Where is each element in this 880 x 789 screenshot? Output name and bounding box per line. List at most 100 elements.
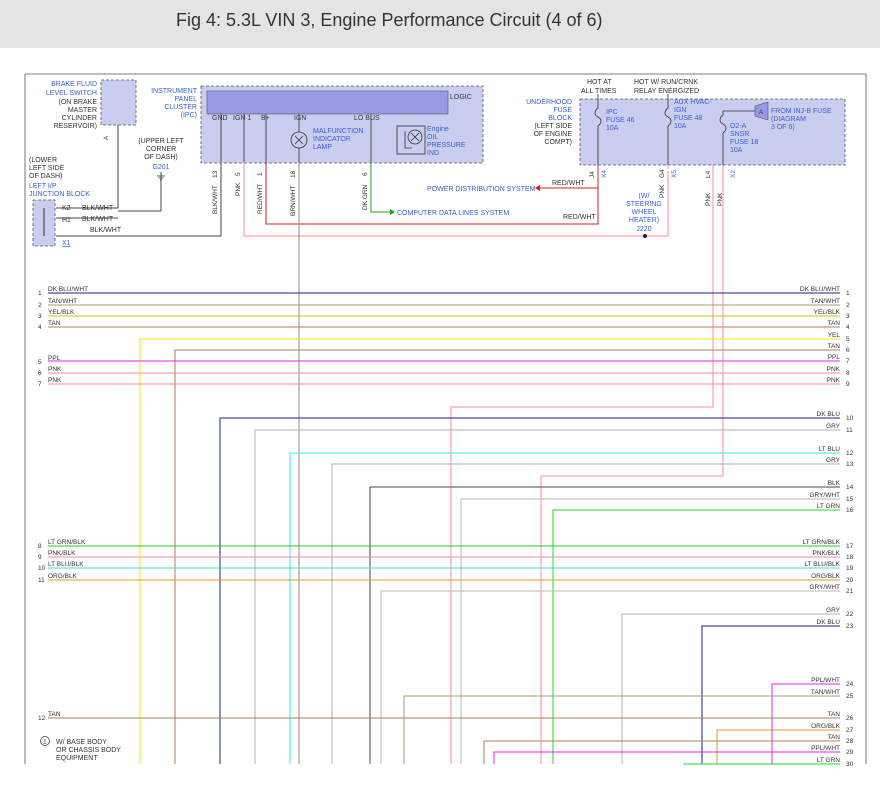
harness-wire <box>493 751 840 764</box>
harness-rows: 1DK BLU/WHT2TAN/WHT3YEL/BLK4TAN5PPL6PNK7… <box>38 286 854 768</box>
junction-loc-3: OF DASH) <box>29 173 62 180</box>
harness-wire <box>716 729 840 764</box>
right-row-label: GRY <box>826 457 841 464</box>
right-row-number: 4 <box>846 324 850 331</box>
ipc-pin-lobus: LO BUS <box>354 115 380 122</box>
ipc-internal-stubs <box>220 114 372 162</box>
right-row-label: PPL <box>828 354 841 361</box>
left-row-number: 7 <box>38 381 42 388</box>
left-row-label: YEL/BLK <box>48 309 75 316</box>
right-row-label: DK BLU/WHT <box>800 286 840 293</box>
figure-header: Fig 4: 5.3L VIN 3, Engine Performance Ci… <box>0 0 880 48</box>
mil-label-3: LAMP <box>313 144 332 151</box>
figure-title: Fig 4: 5.3L VIN 3, Engine Performance Ci… <box>176 10 603 30</box>
brake-fluid-switch-box <box>100 79 137 126</box>
fuse-wire-color-g4: PNK <box>659 184 666 198</box>
right-row-number: 28 <box>846 738 854 745</box>
right-row-label: LT BLU <box>819 446 841 453</box>
right-row-number: 8 <box>846 370 850 377</box>
footnote-number: 1 <box>43 740 47 746</box>
eop-label-4: IND <box>427 150 439 157</box>
aux-fuse-name-2: IGN <box>674 107 686 114</box>
right-row-label: YEL <box>828 332 841 339</box>
right-row-label: GRY/WHT <box>809 492 840 499</box>
right-row-number: 2 <box>846 302 850 309</box>
fuse-block-name-3: BLOCK <box>548 115 572 122</box>
right-row-label: DK BLU <box>817 411 841 418</box>
right-row-label: DK BLU <box>817 619 841 626</box>
wiring-diagram: BRAKE FLUID LEVEL SWITCH (ON BRAKE MASTE… <box>24 73 867 768</box>
right-row-number: 13 <box>846 461 854 468</box>
right-row-number: 22 <box>846 611 854 618</box>
ipc-pin-gnd: GND <box>212 115 228 122</box>
right-row-label: ORG/BLK <box>811 723 841 730</box>
computer-data-lines-link[interactable]: COMPUTER DATA LINES SYSTEM <box>397 210 509 217</box>
right-row-label: LT BLU/BLK <box>804 561 840 568</box>
power-distribution-link[interactable]: POWER DISTRIBUTION SYSTEM <box>427 186 536 193</box>
wire-label-x1-color: BLK/WHT <box>90 227 122 234</box>
ipc-wire-color-13: BLK/WHT <box>212 185 219 214</box>
right-row-label: GRY <box>826 423 841 430</box>
wire-ipc-red-wht <box>265 162 599 225</box>
wire-ipc-pnk <box>243 162 669 237</box>
ipc-wire-pin-1: 1 <box>257 172 264 176</box>
ipc-name-1: INSTRUMENT <box>151 88 198 95</box>
right-row-number: 1 <box>846 290 850 297</box>
left-row-label: PNK <box>48 366 62 373</box>
from-inj-b-link-3[interactable]: 3 OF 6) <box>771 124 795 131</box>
ipc-pin-bplus: B+ <box>261 115 270 122</box>
wire-brake-switch-to-k2 <box>56 125 119 209</box>
junction-h1-label: H1 <box>62 217 71 224</box>
right-row-number: 9 <box>846 381 850 388</box>
brake-switch-loc-3: CYLINDER <box>62 115 97 122</box>
left-row-number: 9 <box>38 554 42 561</box>
eop-label-3: PRESSURE <box>427 142 466 149</box>
left-row-label: PNK/BLK <box>48 550 76 557</box>
fuse-wire-pin-l4: L4 <box>705 170 712 178</box>
right-row-number: 19 <box>846 565 854 572</box>
right-row-number: 20 <box>846 577 854 584</box>
wire-ipc-dk-grn <box>370 162 390 213</box>
right-row-number: 30 <box>846 761 854 768</box>
o2-fuse-rating: 10A <box>730 147 743 154</box>
fuse-block-name-1: UNDERHOOD <box>526 99 572 106</box>
harness-wire <box>621 613 840 764</box>
from-inj-b-link-1[interactable]: FROM INJ-B FUSE <box>771 108 832 115</box>
left-row-number: 5 <box>38 359 42 366</box>
eop-label-2: OIL <box>427 134 438 141</box>
brake-switch-loc-2: MASTER <box>68 107 97 114</box>
steering-heater-3: WHEEL <box>632 209 657 216</box>
ipc-wire-pin-6: 6 <box>362 172 369 176</box>
harness-wire <box>174 349 840 764</box>
fuse-block-loc-1: (LEFT SIDE <box>534 123 572 130</box>
red-wht-label-1: RED/WHT <box>552 180 585 187</box>
from-inj-b-link-2[interactable]: (DIAGRAM <box>771 116 806 123</box>
brake-switch-name-1: BRAKE FLUID <box>51 81 97 88</box>
hot-run-crnk-1: HOT W/ RUN/CRNK <box>634 79 698 86</box>
g201-loc-1: (UPPER LEFT <box>138 138 184 145</box>
left-row-number: 1 <box>38 290 42 297</box>
g201-loc-3: OF DASH) <box>144 154 177 161</box>
diagram-frame <box>24 73 867 764</box>
mil-label-2: INDICATOR <box>313 136 351 143</box>
ipc-fuse-name: IPC <box>606 109 618 116</box>
brake-switch-name-2: LEVEL SWITCH <box>46 90 97 97</box>
right-row-label: PNK/BLK <box>813 550 841 557</box>
ipc-wire-color-6: DK GRN <box>362 184 369 210</box>
g201-loc-2: CORNER <box>146 146 176 153</box>
arrow-computer-data <box>390 209 395 215</box>
brake-switch-loc-1: (ON BRAKE <box>58 99 97 106</box>
footnote-line-3: EQUIPMENT <box>56 755 98 762</box>
right-row-number: 18 <box>846 554 854 561</box>
ipc-wire-pin-13: 13 <box>212 170 219 178</box>
aux-fuse-rating: 10A <box>674 123 687 130</box>
o2-fuse-name-1: O2-A <box>730 123 747 130</box>
right-row-number: 14 <box>846 484 854 491</box>
left-row-number: 8 <box>38 543 42 550</box>
ipc-logic-block <box>206 90 449 115</box>
right-row-label: ORG/BLK <box>811 573 841 580</box>
right-row-number: 10 <box>846 415 854 422</box>
right-row-number: 17 <box>846 543 854 550</box>
junction-name-1: LEFT I/P <box>29 183 57 190</box>
hot-all-times-1: HOT AT <box>587 79 612 86</box>
